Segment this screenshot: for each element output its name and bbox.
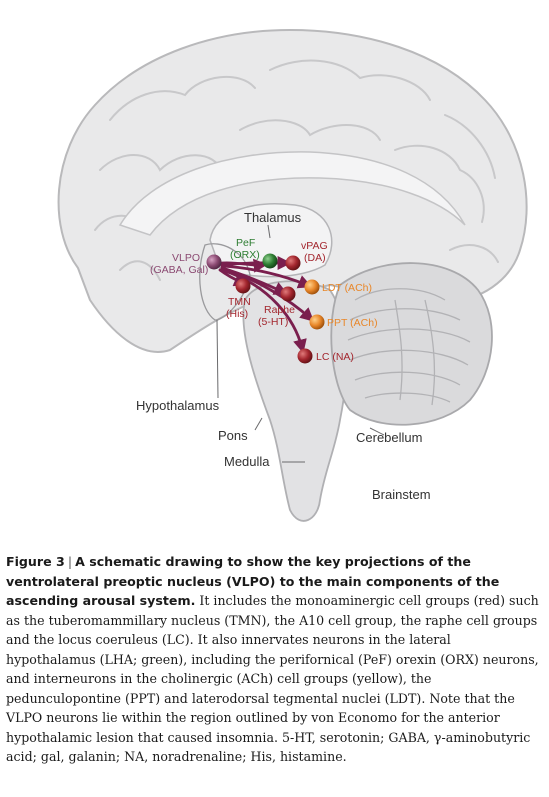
- ldt-nucleus: [304, 279, 320, 295]
- caption-separator: |: [67, 554, 73, 569]
- medulla-label: Medulla: [224, 454, 270, 469]
- thalamus-shape: [209, 203, 333, 278]
- thalamus-label: Thalamus: [244, 210, 302, 225]
- brainstem-shape: [242, 280, 348, 522]
- brain-diagram: Thalamus Hypothalamus Pons Medulla Cereb…: [57, 28, 528, 522]
- raphe-label-name: Raphe: [264, 304, 295, 316]
- brainstem-label: Brainstem: [372, 487, 431, 502]
- vlpo-label-transmitter: (GABA, Gal): [150, 264, 208, 276]
- figure-title: A schematic drawing to show the key proj…: [6, 554, 500, 608]
- cerebellum-leader: [369, 427, 385, 436]
- pef-label-transmitter: (ORX): [230, 249, 260, 261]
- arrow-vlpo-to-lc: [220, 268, 307, 354]
- tmn-label-transmitter: (His): [226, 308, 248, 320]
- vlpo-label-name: VLPO: [172, 252, 200, 264]
- corpus-callosum: [118, 151, 466, 236]
- figure-body: It includes the monoaminergic cell group…: [6, 593, 539, 764]
- vpag-label-transmitter: (DA): [304, 252, 326, 264]
- arrow-vlpo-to-vpag: [220, 255, 292, 270]
- pons-leader: [254, 417, 263, 431]
- pef-label-name: PeF: [236, 237, 255, 249]
- figure-caption: Figure 3|A schematic drawing to show the…: [6, 552, 544, 767]
- hypothalamus-label: Hypothalamus: [136, 398, 220, 413]
- pons-label: Pons: [218, 428, 248, 443]
- thalamus-leader: [267, 224, 271, 239]
- ppt-label: PPT (ACh): [327, 317, 378, 329]
- tmn-label-name: TMN: [228, 296, 251, 308]
- vpag-label-name: vPAG: [301, 240, 328, 252]
- cerebellum-label: Cerebellum: [356, 430, 422, 445]
- arrow-vlpo-to-ppt: [220, 266, 315, 322]
- arrow-vlpo-to-ldt: [220, 264, 313, 289]
- raphe-nucleus: [280, 286, 296, 302]
- ppt-nucleus: [309, 314, 325, 330]
- lc-nucleus: [297, 348, 313, 364]
- cerebellum-shape: [330, 262, 493, 426]
- hypothalamus-leader: [216, 319, 219, 399]
- figure-number: Figure 3: [6, 554, 65, 569]
- vlpo-nucleus: [206, 254, 222, 270]
- raphe-label-transmitter: (5-HT): [258, 316, 288, 328]
- lc-label: LC (NA): [316, 351, 354, 363]
- vpag-nucleus: [285, 255, 301, 271]
- ldt-label: LDT (ACh): [322, 282, 372, 294]
- pef-nucleus: [262, 253, 278, 269]
- tmn-nucleus: [235, 278, 251, 294]
- hypothalamus-outline: [199, 243, 251, 321]
